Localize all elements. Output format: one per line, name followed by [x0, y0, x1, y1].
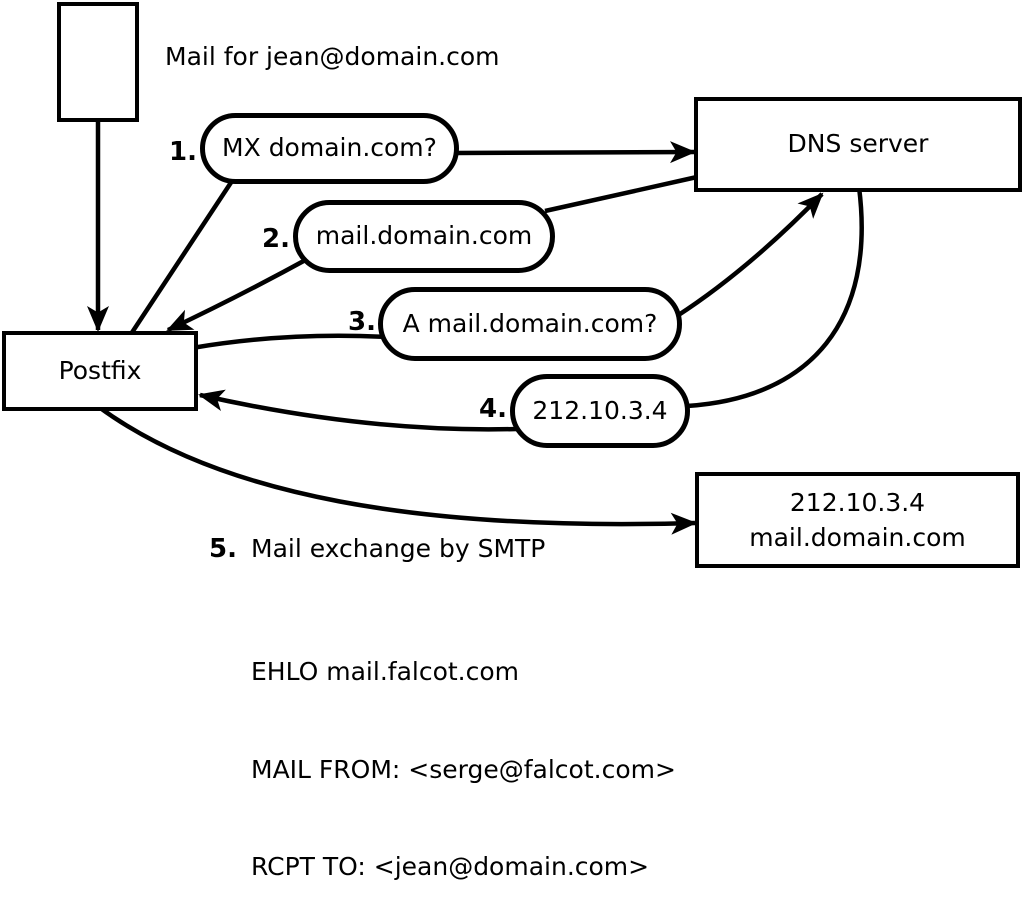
arrow-postfix-to-mailserver	[97, 405, 697, 535]
mail-server-ip: 212.10.3.4	[789, 488, 926, 517]
smtp-session-text: EHLO mail.falcot.com MAIL FROM: <serge@f…	[251, 591, 676, 919]
arrow-answer2-to-postfix	[166, 255, 313, 333]
mail-message-node	[57, 2, 139, 122]
step1-query-pill: MX domain.com?	[200, 113, 459, 184]
smtp-line: EHLO mail.falcot.com	[251, 657, 520, 686]
mail-note-label: Mail for jean@domain.com	[165, 42, 500, 71]
line-dns-to-answer2	[544, 174, 698, 214]
step4-number: 4.	[479, 394, 507, 424]
line-postfix-to-query3	[191, 333, 387, 351]
arrow-answer4-to-postfix	[198, 389, 518, 432]
dns-server-label: DNS server	[787, 129, 929, 159]
step2-answer-pill: mail.domain.com	[293, 200, 555, 273]
step3-number: 3.	[348, 307, 376, 337]
step5-number: 5.	[209, 534, 237, 564]
dns-server-node: DNS server	[694, 97, 1022, 192]
postfix-label: Postfix	[58, 355, 142, 385]
step3-query-pill: A mail.domain.com?	[378, 287, 682, 361]
step2-answer-label: mail.domain.com	[315, 221, 533, 251]
line-dns-to-answer4	[686, 186, 864, 409]
step2-number: 2.	[262, 224, 290, 254]
smtp-line: RCPT TO: <jean@domain.com>	[251, 852, 650, 881]
step1-query-label: MX domain.com?	[222, 133, 437, 163]
smtp-line: MAIL FROM: <serge@falcot.com>	[251, 754, 676, 784]
mail-server-hostname: mail.domain.com	[749, 523, 966, 552]
step4-answer-pill: 212.10.3.4	[510, 374, 690, 448]
line-postfix-to-query1	[129, 179, 234, 336]
arrow-query1-to-dns	[453, 141, 696, 164]
step1-number: 1.	[169, 137, 197, 167]
arrow-query3-to-dns	[675, 192, 824, 318]
step3-query-label: A mail.domain.com?	[402, 308, 658, 338]
mail-server-node: 212.10.3.4 mail.domain.com	[695, 472, 1020, 568]
step5-label: Mail exchange by SMTP	[251, 534, 546, 563]
postfix-node: Postfix	[2, 331, 198, 411]
step4-answer-label: 212.10.3.4	[532, 395, 668, 425]
